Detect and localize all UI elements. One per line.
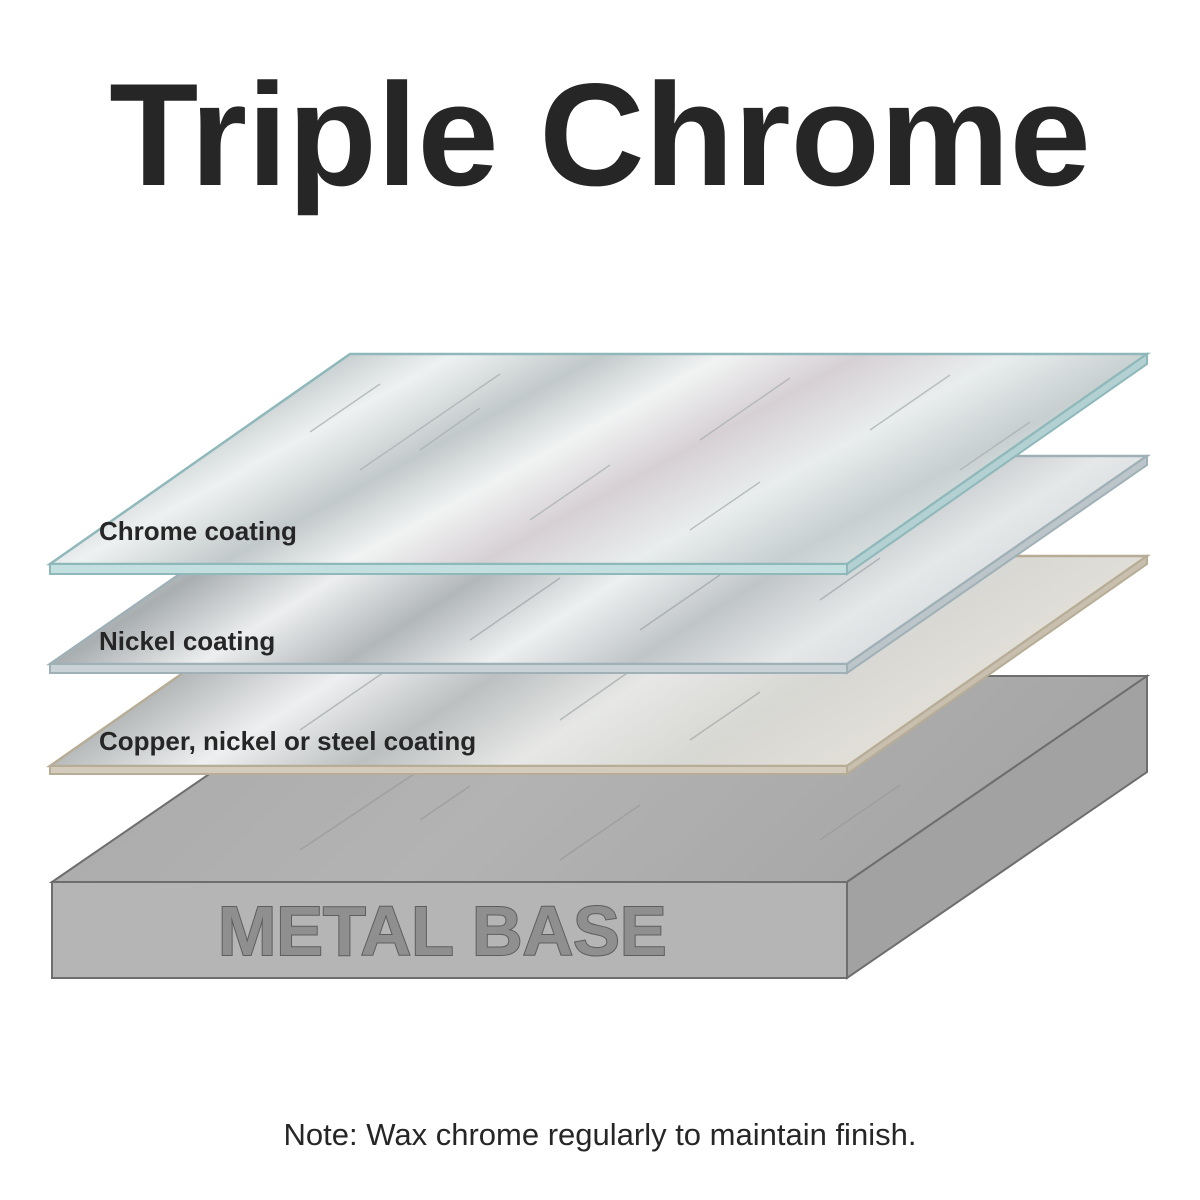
chrome-layer-label: Chrome coating	[99, 516, 297, 546]
copper-layer-label: Copper, nickel or steel coating	[99, 726, 476, 756]
metal-base-label: METAL BASE	[218, 892, 667, 970]
nickel-layer-side-edge	[846, 454, 1148, 675]
copper-layer-front-edge	[49, 765, 848, 775]
chrome-layer-side-edge	[846, 352, 1148, 576]
chrome-layer-front-edge	[49, 563, 848, 575]
copper-layer-side-edge	[846, 554, 1148, 776]
nickel-layer-front-edge	[49, 663, 848, 674]
nickel-layer-label: Nickel coating	[99, 626, 275, 656]
chrome-layer-streaks	[309, 373, 1031, 531]
maintenance-note: Note: Wax chrome regularly to maintain f…	[283, 1117, 917, 1152]
chrome-coating-layer: Chrome coating	[46, 352, 1151, 576]
page-title: Triple Chrome	[109, 53, 1091, 216]
nickel-layer-streaks	[469, 557, 881, 641]
metal-base-side-face	[846, 674, 1148, 980]
metal-base-streaks	[299, 769, 901, 861]
